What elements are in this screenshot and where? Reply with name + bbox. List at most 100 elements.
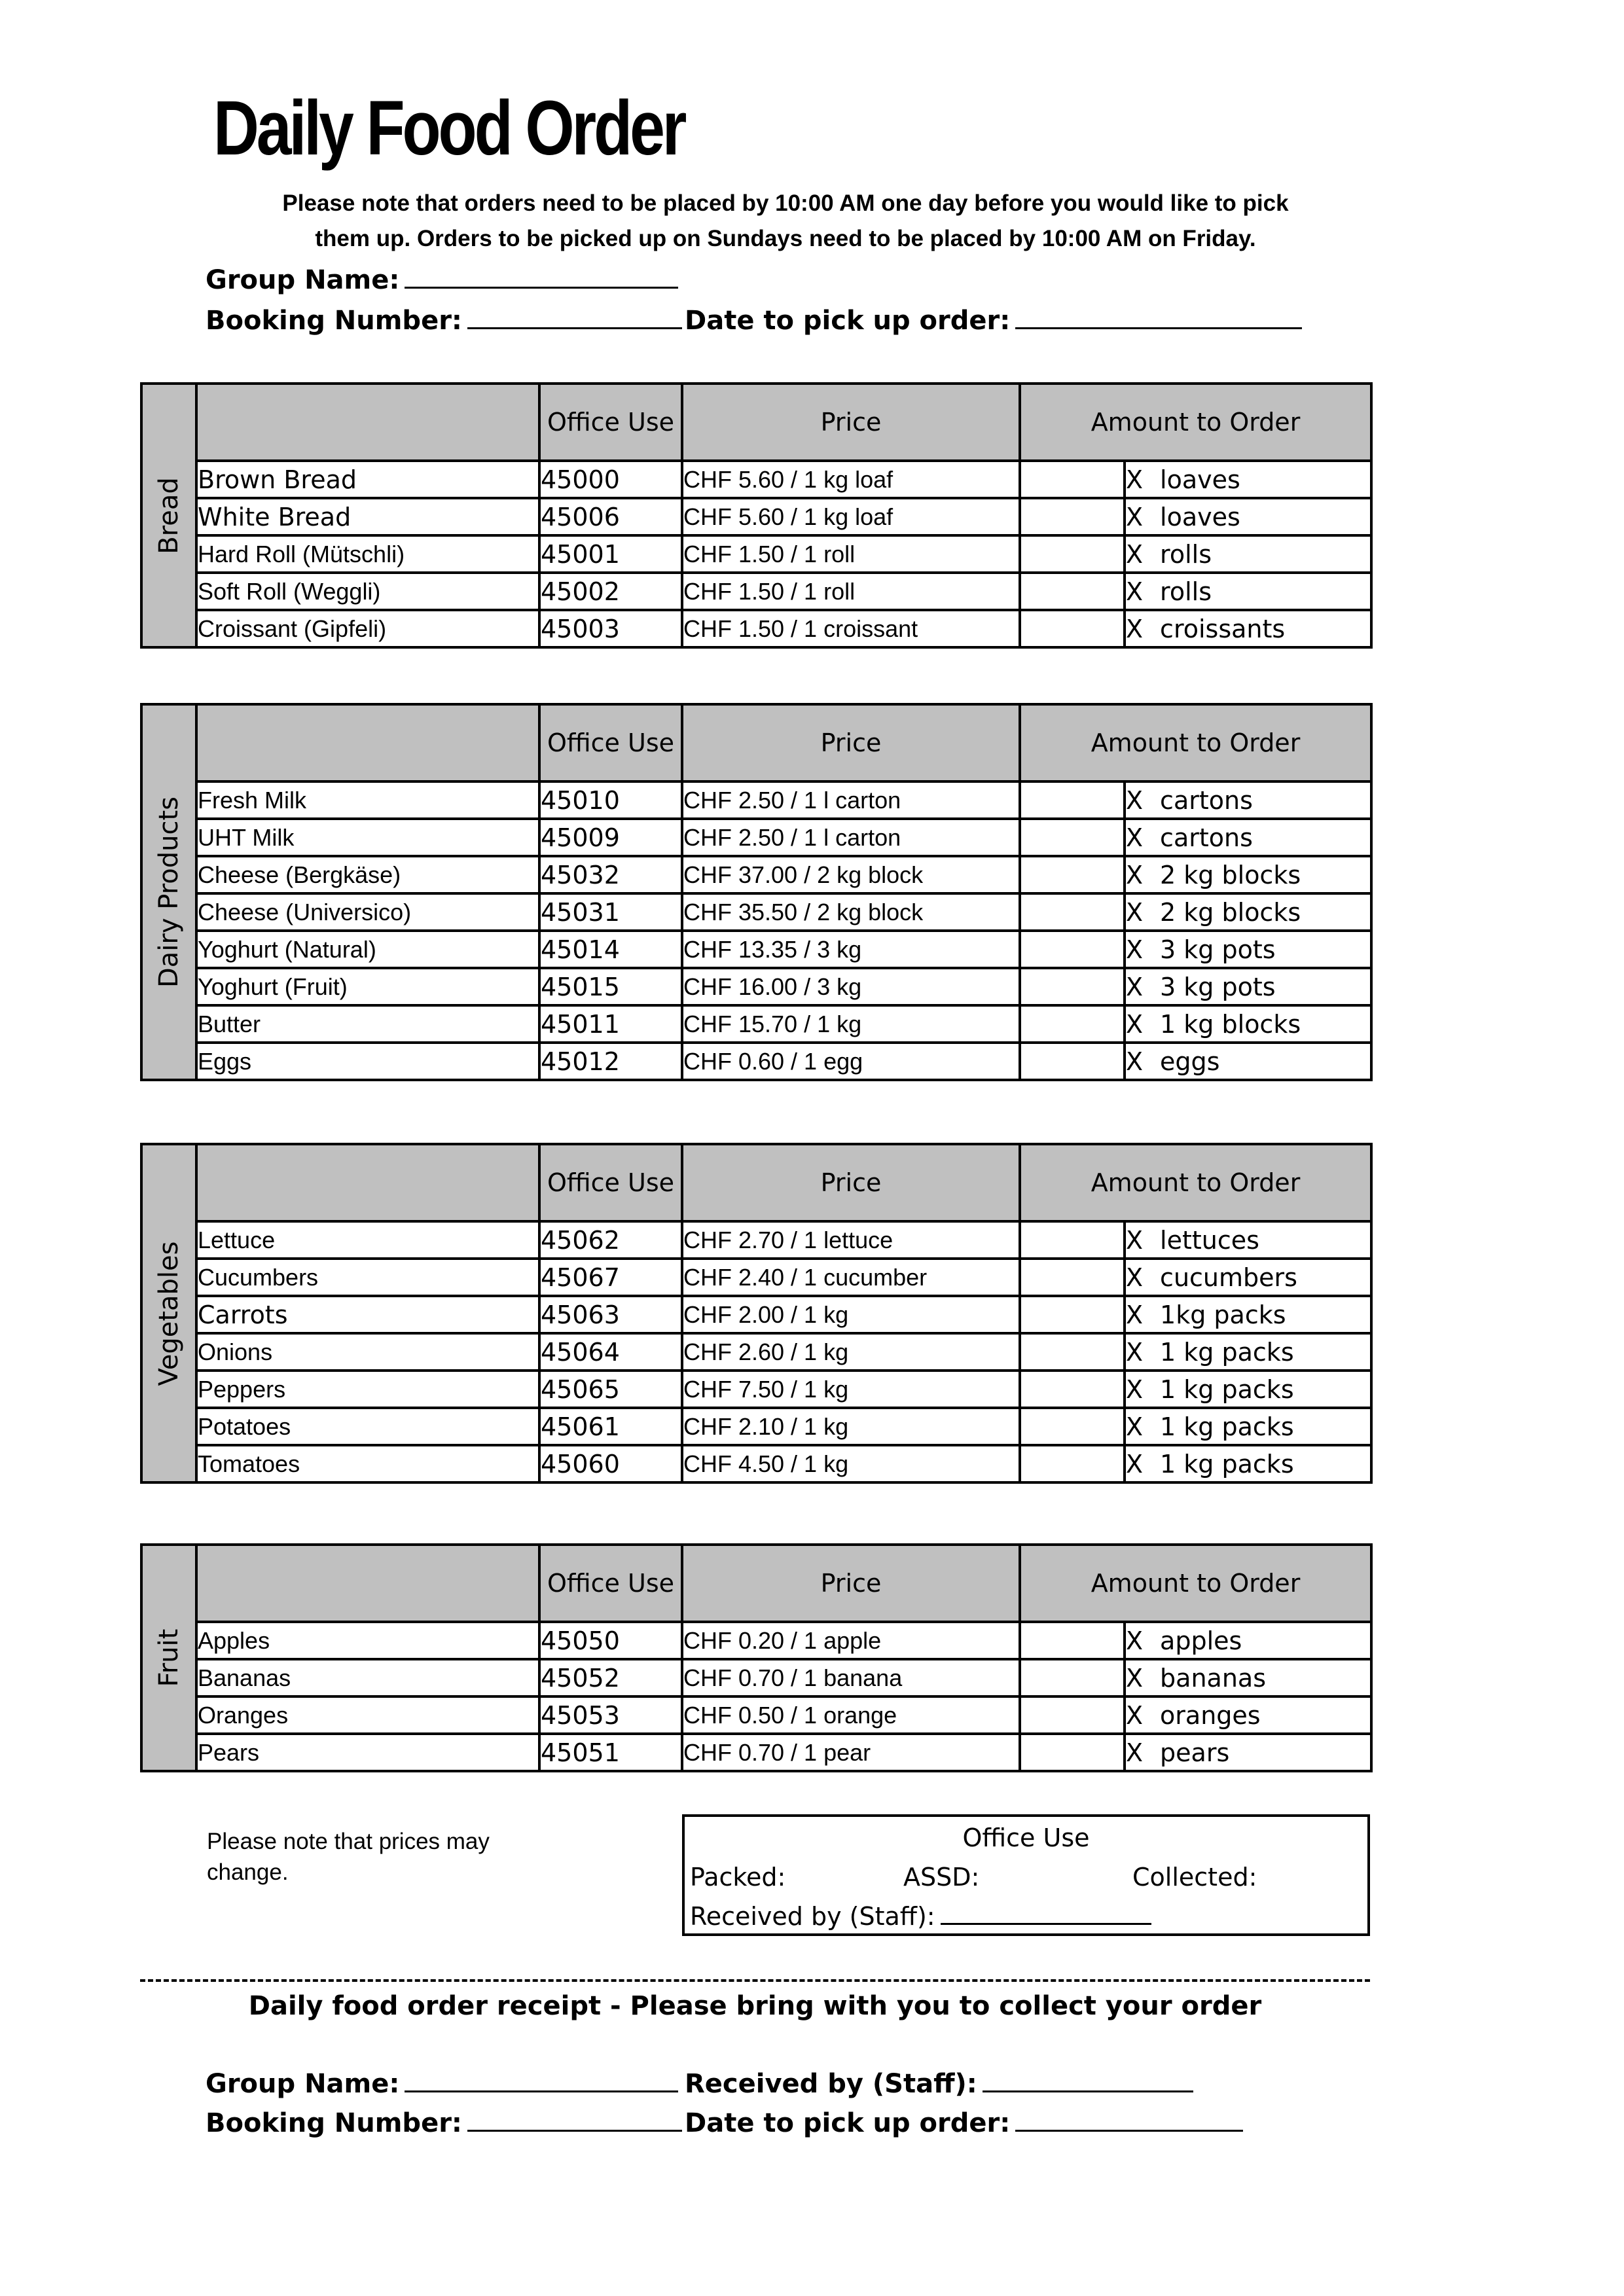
multiply-sign: X <box>1126 785 1144 815</box>
receipt-group-name-field[interactable]: Group Name: <box>206 2068 679 2099</box>
multiply-sign: X <box>1126 1449 1144 1479</box>
quantity-input-cell[interactable] <box>1019 1332 1126 1372</box>
item-name: Fresh Milk <box>195 780 541 820</box>
office-use-column-header: Office Use <box>538 1543 683 1623</box>
quantity-input-cell[interactable] <box>1019 817 1126 857</box>
pickup-date-blank[interactable] <box>1015 305 1303 329</box>
group-name-field[interactable]: Group Name: <box>206 264 679 295</box>
office-box-title: Office Use <box>962 1823 1090 1852</box>
receipt-pickup-date-blank[interactable] <box>1015 2108 1244 2132</box>
item-price: CHF 4.50 / 1 kg <box>681 1444 1021 1484</box>
quantity-input-cell[interactable] <box>1019 1295 1126 1335</box>
amount-column-header: Amount to Order <box>1019 703 1373 783</box>
booking-number-field[interactable]: Booking Number: <box>206 305 682 336</box>
quantity-input-cell[interactable] <box>1019 780 1126 820</box>
item-name: Apples <box>195 1621 541 1660</box>
booking-number-blank[interactable] <box>467 305 682 329</box>
quantity-input-cell[interactable] <box>1019 1444 1126 1484</box>
price-change-note: Please note that prices may change. <box>207 1829 490 1885</box>
receipt-pickup-date-field[interactable]: Date to pick up order: <box>685 2108 1244 2138</box>
multiply-sign: X <box>1126 1738 1144 1767</box>
quantity-input-cell[interactable] <box>1019 1257 1126 1297</box>
item-unit: cartons <box>1160 823 1253 852</box>
item-unit: lettuces <box>1160 1225 1259 1255</box>
office-use-box: Office Use Packed: ASSD: Collected: Rece… <box>682 1814 1370 1936</box>
item-code: 45032 <box>538 855 683 895</box>
quantity-input-cell[interactable] <box>1019 1369 1126 1409</box>
cut-line <box>140 1979 1370 1982</box>
price-column-header: Price <box>681 1543 1021 1623</box>
item-name: Oranges <box>195 1695 541 1735</box>
multiply-sign: X <box>1126 1374 1144 1404</box>
quantity-input-cell[interactable] <box>1019 1695 1126 1735</box>
note-line-2: them up. Orders to be picked up on Sunda… <box>315 226 1256 251</box>
item-unit: 2 kg blocks <box>1160 860 1301 889</box>
quantity-input-cell[interactable] <box>1019 967 1126 1007</box>
item-price: CHF 2.00 / 1 kg <box>681 1295 1021 1335</box>
quantity-input-cell[interactable] <box>1019 1732 1126 1772</box>
quantity-input-cell[interactable] <box>1019 571 1126 611</box>
item-code: 45000 <box>538 459 683 499</box>
price-column-header: Price <box>681 382 1021 462</box>
quantity-input-cell[interactable] <box>1019 609 1126 649</box>
item-code: 45015 <box>538 967 683 1007</box>
multiply-sign: X <box>1126 1225 1144 1255</box>
receipt-received-by-field[interactable]: Received by (Staff): <box>685 2068 1193 2099</box>
receipt-received-by-blank[interactable] <box>982 2068 1193 2092</box>
quantity-input-cell[interactable] <box>1019 855 1126 895</box>
quantity-input-cell[interactable] <box>1019 1004 1126 1044</box>
item-code: 45063 <box>538 1295 683 1335</box>
item-unit: 3 kg pots <box>1160 935 1276 964</box>
quantity-input-cell[interactable] <box>1019 1041 1126 1081</box>
multiply-sign: X <box>1126 1626 1144 1655</box>
quantity-input-cell[interactable] <box>1019 534 1126 574</box>
pickup-date-field[interactable]: Date to pick up order: <box>685 305 1303 336</box>
receipt-booking-number-label: Booking Number: <box>206 2108 462 2138</box>
multiply-sign: X <box>1126 539 1144 569</box>
quantity-input-cell[interactable] <box>1019 1621 1126 1660</box>
item-column-header <box>195 382 541 462</box>
quantity-input-cell[interactable] <box>1019 892 1126 932</box>
multiply-sign: X <box>1126 1047 1144 1076</box>
item-code: 45061 <box>538 1407 683 1446</box>
receipt-group-name-blank[interactable] <box>405 2068 679 2092</box>
receipt-booking-number-blank[interactable] <box>467 2108 682 2132</box>
item-code: 45051 <box>538 1732 683 1772</box>
office-box-received-row[interactable]: Received by (Staff): <box>690 1902 1362 1931</box>
item-unit: 1 kg packs <box>1160 1374 1294 1404</box>
group-name-blank[interactable] <box>405 264 679 289</box>
item-name: Hard Roll (Mütschli) <box>195 534 541 574</box>
quantity-input-cell[interactable] <box>1019 1658 1126 1698</box>
quantity-input-cell[interactable] <box>1019 459 1126 499</box>
receipt-booking-number-field[interactable]: Booking Number: <box>206 2108 682 2138</box>
quantity-input-cell[interactable] <box>1019 929 1126 969</box>
office-received-blank[interactable] <box>940 1903 1151 1925</box>
category-label: Dairy Products <box>154 797 184 988</box>
quantity-input-cell[interactable] <box>1019 1220 1126 1260</box>
item-price: CHF 2.40 / 1 cucumber <box>681 1257 1021 1297</box>
quantity-input-cell[interactable] <box>1019 1407 1126 1446</box>
multiply-sign: X <box>1126 577 1144 606</box>
multiply-sign: X <box>1126 1663 1144 1693</box>
packed-label: Packed: <box>690 1863 786 1892</box>
item-column-header <box>195 703 541 783</box>
group-name-label: Group Name: <box>206 265 400 295</box>
quantity-input-cell[interactable] <box>1019 497 1126 537</box>
